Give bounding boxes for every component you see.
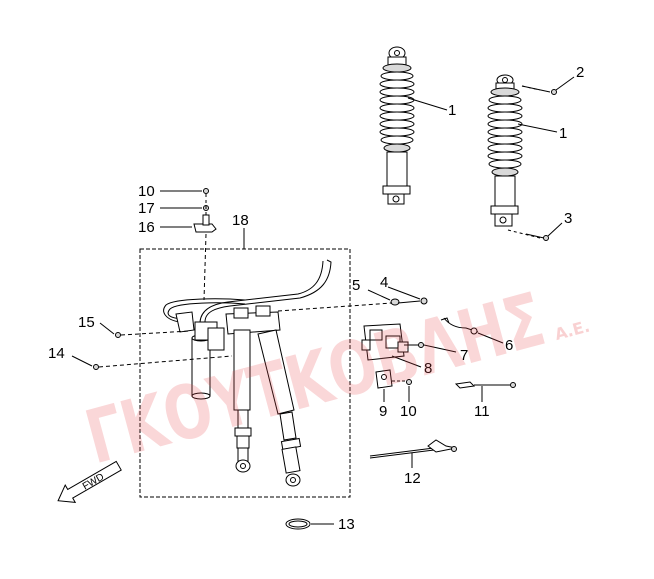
rod-12	[369, 439, 457, 468]
bolt-3	[507, 222, 563, 241]
callout-15: 15	[78, 314, 95, 331]
callout-10-lower: 10	[400, 403, 417, 420]
bolt-14	[71, 355, 233, 370]
callout-5: 5	[352, 277, 360, 294]
washer-17	[160, 205, 209, 211]
callout-11: 11	[474, 403, 490, 420]
callout-2: 2	[576, 64, 584, 81]
watermark: ΓΚΟΥΤΚΟΒΛΗΣ Α.Ε.	[77, 277, 592, 482]
hydraulic-cylinder-assembly	[163, 259, 332, 487]
washer-5	[367, 289, 400, 306]
bolt-2	[521, 76, 575, 95]
bolt-10-top	[160, 188, 209, 194]
callout-12: 12	[404, 470, 421, 487]
callout-6: 6	[505, 337, 513, 354]
callout-8: 8	[424, 360, 432, 377]
callout-14: 14	[48, 345, 65, 362]
bracket-16	[160, 194, 217, 301]
callout-4: 4	[380, 274, 388, 291]
callout-1b: 1	[559, 125, 567, 142]
rod-11	[454, 381, 516, 402]
callout-labels: 1 1 2 3 4 5 6 7 8 9 10 11 12 13 14 15 16…	[48, 64, 584, 533]
callout-13: 13	[338, 516, 355, 533]
bracket-9	[375, 369, 393, 402]
shock-absorber-left	[379, 46, 448, 205]
assembly-box-18	[139, 228, 351, 498]
callout-9: 9	[379, 403, 387, 420]
bolt-4	[277, 286, 428, 312]
bolt-10-lower	[392, 379, 412, 402]
callout-18: 18	[232, 212, 249, 229]
shock-absorber-right	[487, 74, 558, 227]
callout-17: 17	[138, 200, 155, 217]
callout-1a: 1	[448, 102, 456, 119]
callout-16: 16	[138, 219, 155, 236]
callout-10-top: 10	[138, 183, 155, 200]
callout-7: 7	[460, 347, 468, 364]
bolt-15	[99, 322, 191, 338]
watermark-text: ΓΚΟΥΤΚΟΒΛΗΣ	[77, 277, 553, 482]
valve-block-8	[361, 323, 422, 368]
callout-3: 3	[564, 210, 572, 227]
o-ring-13	[285, 518, 334, 530]
cable-6	[440, 317, 504, 344]
watermark-suffix: Α.Ε.	[553, 317, 592, 345]
bolt-7	[404, 342, 457, 353]
